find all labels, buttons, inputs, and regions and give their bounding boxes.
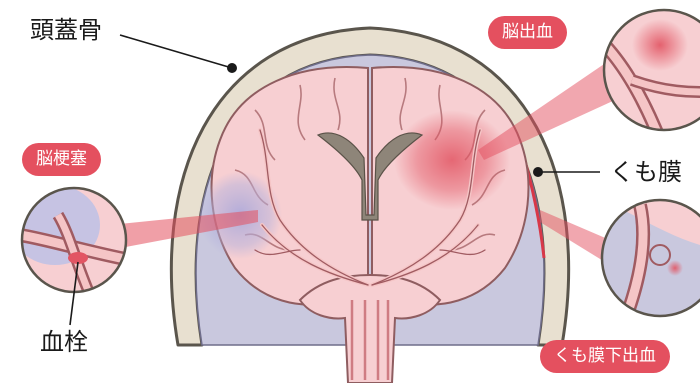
cerebral-infarction-label: 脳梗塞 bbox=[22, 143, 101, 176]
infarction-inset bbox=[10, 185, 130, 295]
subarachnoid-hemorrhage-label: くも膜下出血 bbox=[540, 340, 670, 373]
skull-label: 頭蓋骨 bbox=[30, 18, 102, 42]
arachnoid-label: くも膜 bbox=[610, 160, 682, 184]
cerebral-hemorrhage-label: 脳出血 bbox=[488, 16, 567, 49]
hemorrhage-inset bbox=[600, 10, 700, 140]
skull-pointer-dot bbox=[227, 63, 237, 73]
subarachnoid-inset bbox=[600, 200, 700, 330]
arachnoid-pointer-dot bbox=[533, 167, 543, 177]
thrombus-label: 血栓 bbox=[40, 330, 88, 354]
skull-leader-line bbox=[120, 35, 232, 68]
